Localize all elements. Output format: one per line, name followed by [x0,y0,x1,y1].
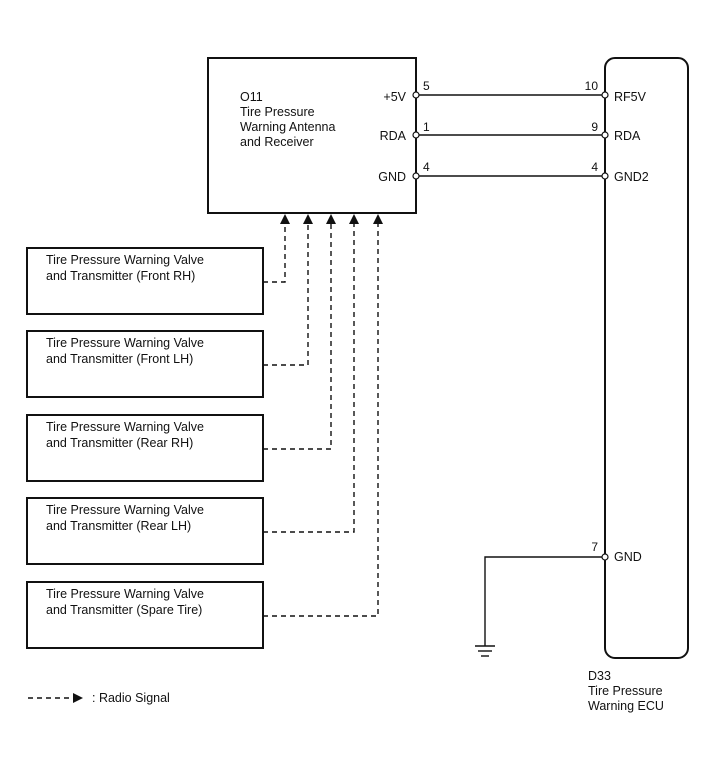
radio-signal-arrow [263,214,313,366]
transmitter-label-line2: and Transmitter (Spare Tire) [46,603,202,617]
receiver-pin-number-4: 4 [423,160,430,174]
transmitter-label-line1: Tire Pressure Warning Valve [46,503,204,517]
legend-label: : Radio Signal [92,691,170,705]
transmitter-label-line2: and Transmitter (Front RH) [46,269,195,283]
transmitter-front-rh: Tire Pressure Warning Valve and Transmit… [26,247,264,315]
transmitter-label-line1: Tire Pressure Warning Valve [46,253,204,267]
radio-signal-arrow [263,214,290,283]
legend: : Radio Signal [28,691,170,705]
receiver-name-line2: Warning Antenna [240,120,335,134]
receiver-name-line3: and Receiver [240,135,314,149]
transmitter-front-lh: Tire Pressure Warning Valve and Transmit… [26,330,264,398]
transmitter-label-line2: and Transmitter (Rear LH) [46,519,191,533]
ecu-name-line2: Warning ECU [588,699,664,713]
radio-signal-arrow [263,214,359,533]
radio-signal-arrow [263,214,336,450]
ecu-code: D33 [588,669,611,683]
ecu-pin-label-gnd: GND [614,550,642,564]
receiver-pin-terminal [412,131,420,139]
receiver-pin-terminal [412,172,420,180]
transmitter-rear-rh: Tire Pressure Warning Valve and Transmit… [26,414,264,482]
transmitter-rear-lh: Tire Pressure Warning Valve and Transmit… [26,497,264,565]
ecu-pin-number-10: 10 [585,79,599,93]
ecu-pin-terminal [601,172,609,180]
ecu-block: RF5V RDA GND2 GND D33 Tire Pressure Warn… [588,57,689,713]
receiver-pin-number-1: 1 [423,120,430,134]
receiver-code: O11 [240,90,263,104]
transmitter-label-line1: Tire Pressure Warning Valve [46,336,204,350]
ecu-pin-terminal [601,91,609,99]
transmitter-label-line2: and Transmitter (Front LH) [46,352,193,366]
wires: 5 1 4 10 9 4 7 [412,79,609,657]
ecu-pin-terminal [601,131,609,139]
receiver-pin-label-5v: +5V [383,90,406,104]
receiver-name-line1: Tire Pressure [240,105,315,119]
ground-icon [475,645,495,657]
transmitter-label-line1: Tire Pressure Warning Valve [46,587,204,601]
ecu-pin-label-rda: RDA [614,129,641,143]
ecu-pin-label-rf5v: RF5V [614,90,647,104]
receiver-pin-terminal [412,91,420,99]
receiver-block: O11 Tire Pressure Warning Antenna and Re… [207,57,417,214]
ecu-pin-number-9: 9 [591,120,598,134]
transmitter-label-line2: and Transmitter (Rear RH) [46,436,193,450]
ecu-pin-number-7: 7 [591,540,598,554]
radio-signal-arrow [263,214,383,617]
transmitter-label-line1: Tire Pressure Warning Valve [46,420,204,434]
ecu-pin-terminal [601,553,609,561]
radio-signals [263,214,383,617]
ecu-pin-label-gnd2: GND2 [614,170,649,184]
receiver-pin-label-rda: RDA [380,129,407,143]
wire-ground [484,556,605,646]
receiver-pin-number-5: 5 [423,79,430,93]
receiver-pin-label-gnd: GND [378,170,406,184]
ecu-name-line1: Tire Pressure [588,684,663,698]
ecu-pin-number-4: 4 [591,160,598,174]
transmitter-spare-tire: Tire Pressure Warning Valve and Transmit… [26,581,264,649]
